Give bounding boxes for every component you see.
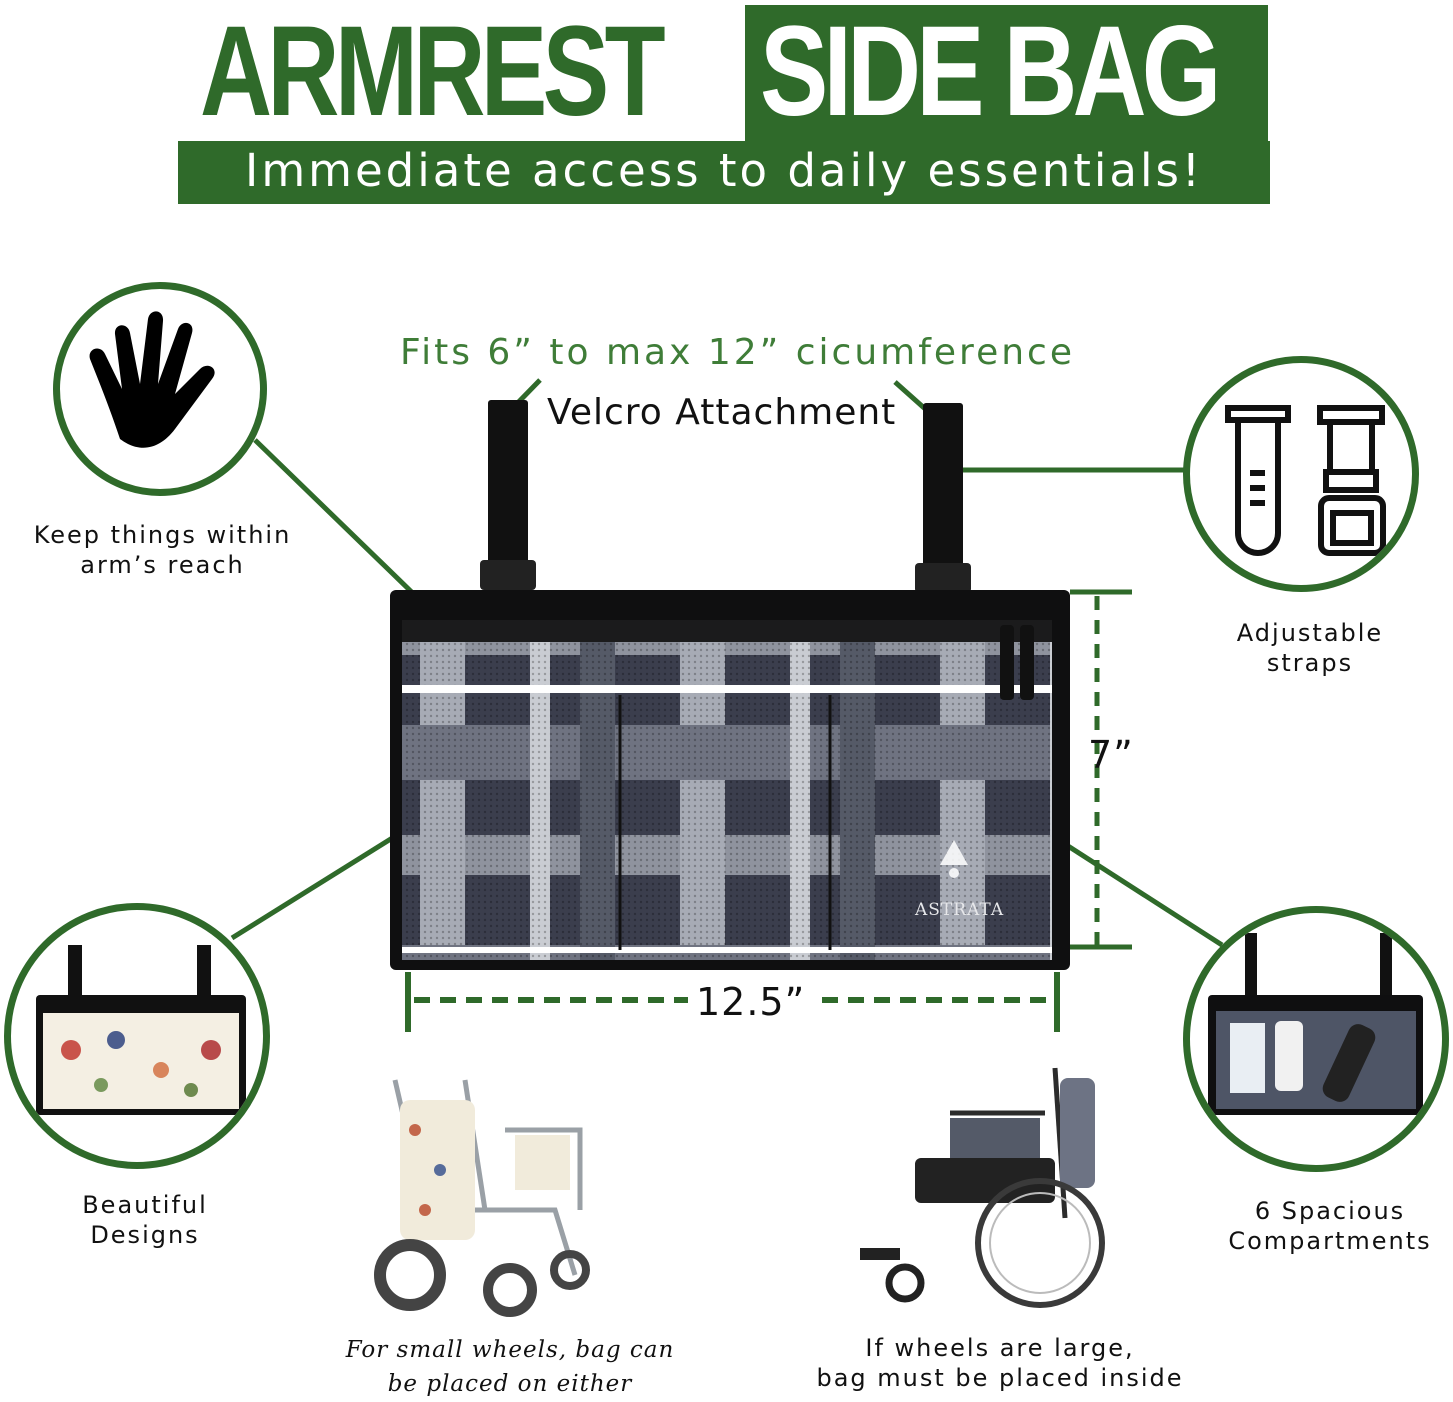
title-armrest: ARMREST — [200, 0, 666, 143]
compartments-caption: 6 Spacious Compartments — [1228, 1197, 1432, 1255]
large-wheelchair-image — [860, 1067, 1105, 1308]
armrest-bag-image — [390, 400, 1070, 970]
subtitle-bar — [178, 141, 1270, 204]
floral-bag-image — [36, 945, 246, 1115]
hand-icon — [89, 311, 215, 448]
small-wheels-note: For small wheels, bag can be placed on e… — [345, 1337, 675, 1397]
designs-circle — [4, 903, 270, 1169]
circumference-label: Fits 6” to max 12” cicumference — [400, 332, 1075, 373]
velcro-label: Velcro Attachment — [547, 392, 897, 433]
filled-bag-image — [1208, 933, 1423, 1115]
small-wheelchair-image — [374, 1079, 590, 1317]
large-wheels-note: If wheels are large, bag must be placed … — [816, 1334, 1184, 1392]
reach-caption: Keep things within arm’s reach — [33, 521, 292, 579]
straps-circle — [1183, 356, 1419, 592]
designs-caption: Beautiful Designs — [82, 1191, 208, 1249]
reach-circle — [53, 282, 267, 496]
strap-buckle-icon — [1225, 405, 1386, 556]
straps-caption: Adjustable straps — [1236, 619, 1384, 677]
bag-brand: ASTRATA — [915, 900, 1005, 920]
title-side-bag: SIDE BAG — [760, 0, 1221, 143]
title-highlight-box — [745, 5, 1268, 141]
subtitle: Immediate access to daily essentials! — [245, 144, 1203, 197]
width-dimension: 12.5” — [696, 980, 806, 1024]
height-dimension: 7” — [1088, 733, 1134, 777]
compartments-circle — [1183, 906, 1449, 1172]
